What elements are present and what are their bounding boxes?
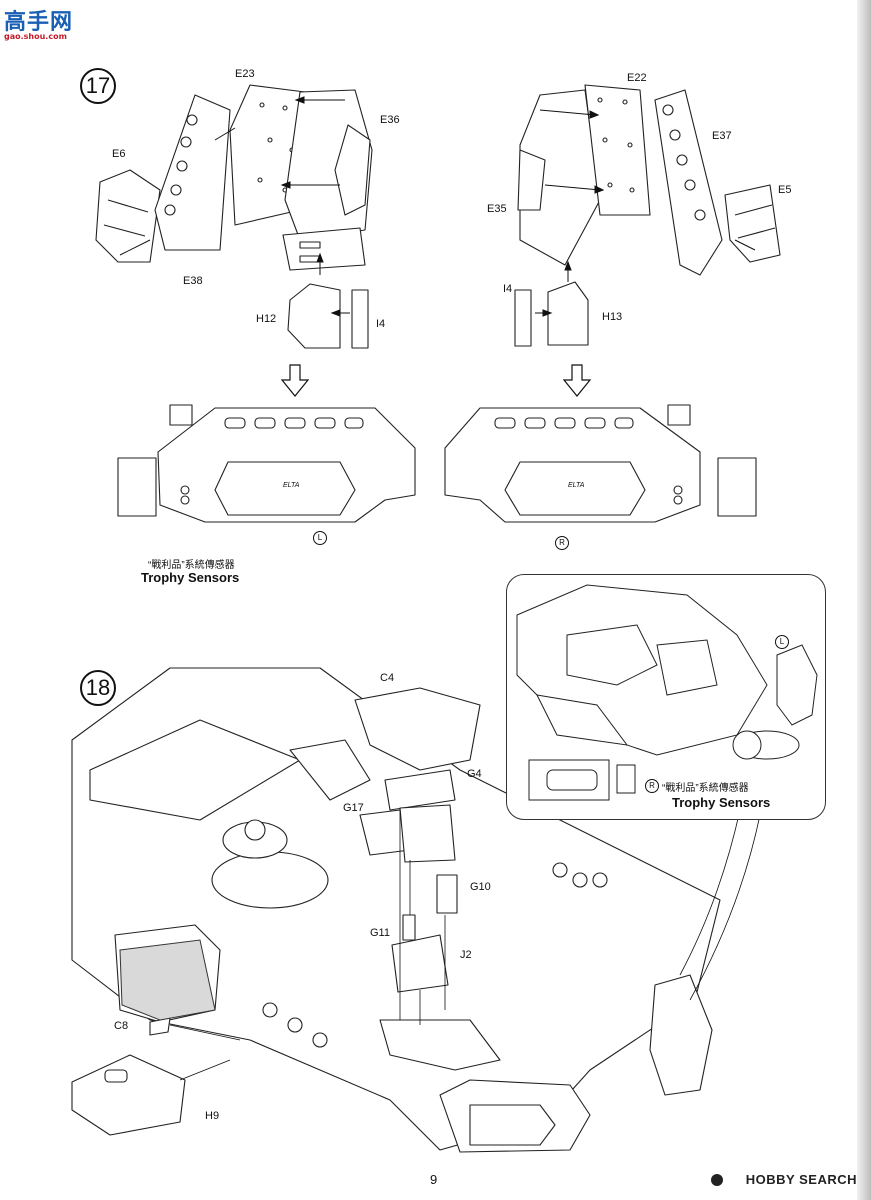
watermark-logo: 高手网 gao.shou.com (4, 10, 74, 41)
part-label-h9: H9 (205, 1110, 220, 1122)
part-label-c8: C8 (114, 1020, 129, 1032)
part-label-g10: G10 (470, 881, 491, 893)
part-label-i4-right: I4 (503, 283, 513, 295)
part-label-e5: E5 (778, 184, 792, 196)
step-17-number: 17 (80, 68, 116, 104)
part-label-e38: E38 (183, 275, 203, 287)
hobby-search-logo: HOBBY SEARCH (745, 1172, 857, 1187)
part-label-g17: G17 (343, 802, 364, 814)
part-label-e35: E35 (487, 203, 507, 215)
decal-text-right: ELTA (568, 482, 585, 489)
step17-right-exploded (514, 84, 781, 347)
part-label-h13: H13 (602, 311, 623, 323)
part-label-j2: J2 (460, 949, 472, 961)
mesh-basket (119, 939, 216, 1021)
page-number: 9 (430, 1172, 438, 1187)
inset-detail-panel: L R “戰利品”系統傳感器 Trophy Sensors (506, 574, 826, 820)
trophy-caption-english: Trophy Sensors (141, 570, 240, 585)
step18-exploded-parts (71, 687, 481, 1136)
inset-left-mark: L (775, 635, 789, 649)
part-label-c4: C4 (380, 672, 395, 684)
part-label-e37: E37 (712, 130, 732, 142)
trophy-caption-chinese: “戰利品”系統傳感器 (148, 560, 235, 571)
step-18-number: 18 (80, 670, 116, 706)
part-label-e36: E36 (380, 114, 400, 126)
inset-caption-english: Trophy Sensors (672, 795, 771, 810)
part-label-g4: G4 (467, 768, 482, 780)
step18-hull (71, 667, 721, 1153)
inset-caption-chinese: “戰利品”系統傳感器 (662, 783, 749, 794)
part-label-i4-left: I4 (376, 318, 386, 330)
step17-left-exploded (95, 84, 373, 349)
inset-line-art (516, 584, 818, 801)
right-side-mark: R (555, 536, 569, 550)
hobby-search-logo-icon (711, 1174, 723, 1186)
left-side-mark: L (313, 531, 327, 545)
inset-right-mark: R (645, 779, 659, 793)
part-label-g11: G11 (370, 927, 390, 939)
decal-text-left: ELTA (283, 482, 300, 489)
step17-left-assembled (117, 404, 416, 523)
part-label-e22: E22 (627, 72, 647, 84)
page-edge-shadow (857, 0, 871, 1200)
part-label-e23: E23 (235, 68, 255, 80)
part-label-h12: H12 (256, 313, 277, 325)
part-label-e6: E6 (112, 148, 126, 160)
step17-right-assembled (444, 404, 757, 523)
